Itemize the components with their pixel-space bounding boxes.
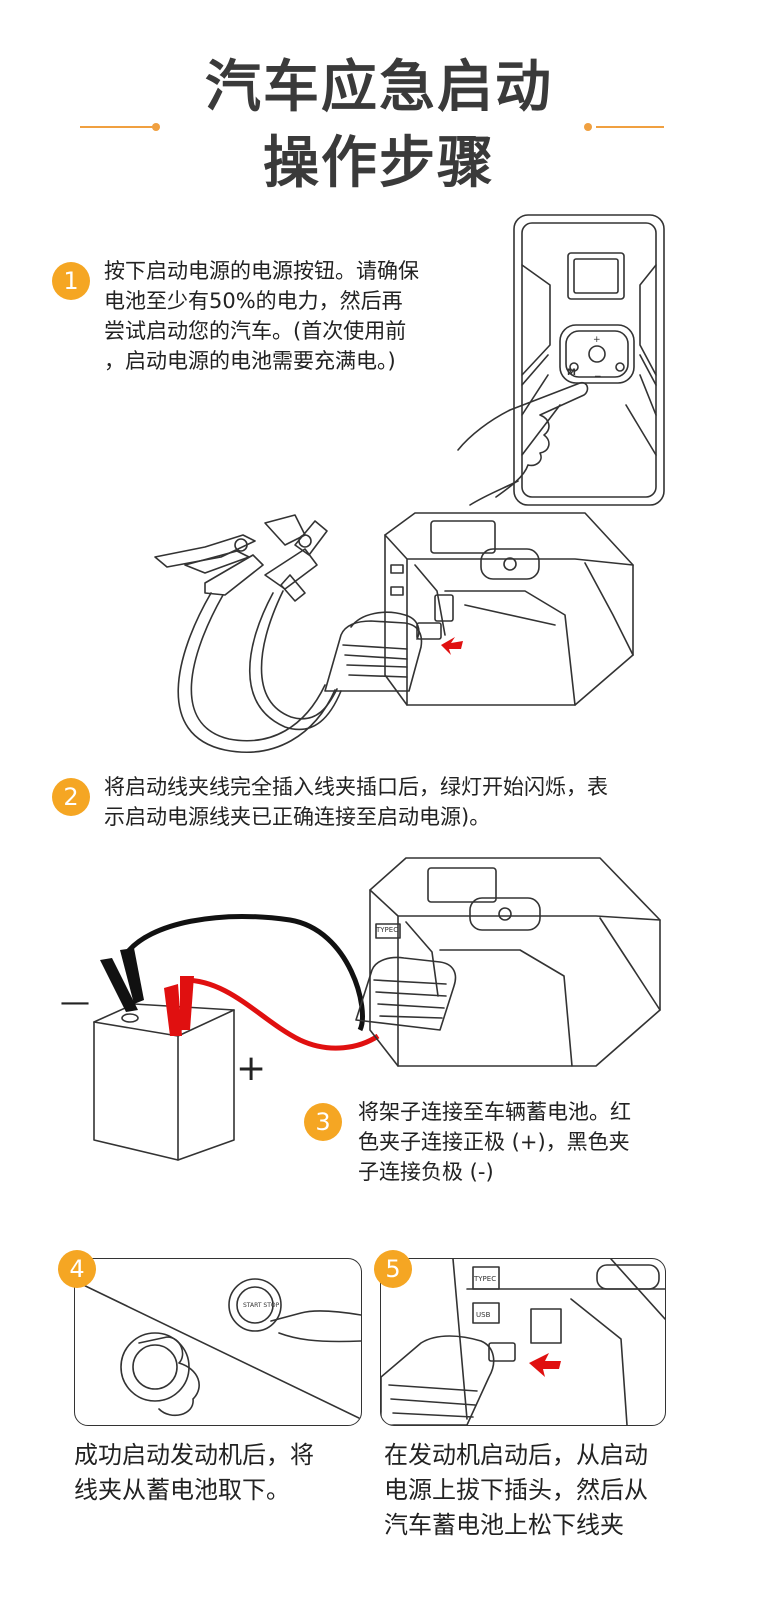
step-1-line-4: ，启动电源的电池需要充满电。) — [104, 349, 396, 373]
step-5-panel: TYPEC USB — [380, 1258, 666, 1426]
step-4-panel: START STOP — [74, 1258, 362, 1426]
start-stop-label: START STOP — [243, 1302, 280, 1309]
ignition-start-illustration: START STOP — [75, 1278, 361, 1420]
step-1-line-1: 按下启动电源的电源按钮。请确保 — [104, 259, 419, 283]
negative-sign: — — [60, 985, 90, 1020]
page-title-line1: 汽车应急启动 — [205, 55, 553, 120]
battery-connection-illustration: — + TYPEC — [60, 857, 661, 1161]
step-4-badge: 4 — [58, 1250, 96, 1288]
panel-usb-label: USB — [476, 1311, 491, 1319]
positive-sign: + — [236, 1048, 266, 1089]
step-2-line-2: 示启动电源线夹已正确连接至启动电源)。 — [104, 805, 491, 829]
step-5-line-2: 电源上拔下插头，然后从 — [384, 1476, 648, 1504]
device-typec-label: TYPEC — [375, 926, 398, 934]
step-2-badge: 2 — [52, 778, 90, 816]
device-m-label: M — [567, 368, 576, 378]
step-1-line-2: 电池至少有50%的电力，然后再 — [104, 289, 403, 313]
step-4-line-1: 成功启动发动机后，将 — [74, 1441, 314, 1469]
device-plus-label: + — [593, 335, 601, 345]
clamps-plugging-illustration — [154, 512, 634, 753]
page-title-line2: 操作步骤 — [263, 131, 495, 196]
jump-starter-front-illustration: M + − — [457, 214, 665, 506]
step-2-line-1: 将启动线夹线完全插入线夹插口后，绿灯开始闪烁，表 — [104, 775, 608, 799]
step-3-line-2: 色夹子连接正极 (+)，黑色夹 — [358, 1130, 630, 1154]
unplug-illustration: TYPEC USB — [381, 1259, 665, 1425]
title-decoration-left-dot — [152, 123, 160, 131]
step-5-badge: 5 — [374, 1250, 412, 1288]
device-minus-label: − — [594, 372, 602, 382]
panel-typec-label: TYPEC — [473, 1275, 496, 1283]
step-1-line-3: 尝试启动您的汽车。(首次使用前 — [104, 319, 407, 343]
step-3-line-3: 子连接负极 (-) — [358, 1160, 494, 1184]
step-2-text: 将启动线夹线完全插入线夹插口后，绿灯开始闪烁，表 示启动电源线夹已正确连接至启动… — [104, 772, 608, 832]
step-5-line-1: 在发动机启动后，从启动 — [384, 1441, 648, 1469]
step-3-line-1: 将架子连接至车辆蓄电池。红 — [358, 1100, 631, 1124]
step-5-line-3: 汽车蓄电池上松下线夹 — [384, 1511, 624, 1539]
step-3-badge: 3 — [304, 1103, 342, 1141]
title-decoration-right-line — [596, 126, 664, 128]
title-decoration-right-dot — [584, 123, 592, 131]
step-4-caption: 成功启动发动机后，将 线夹从蓄电池取下。 — [74, 1438, 314, 1508]
step-1-text: 按下启动电源的电源按钮。请确保 电池至少有50%的电力，然后再 尝试启动您的汽车… — [104, 256, 419, 376]
step-3-text: 将架子连接至车辆蓄电池。红 色夹子连接正极 (+)，黑色夹 子连接负极 (-) — [358, 1097, 631, 1187]
title-decoration-left-line — [80, 126, 156, 128]
step-5-caption: 在发动机启动后，从启动 电源上拔下插头，然后从 汽车蓄电池上松下线夹 — [384, 1438, 648, 1543]
step-4-line-2: 线夹从蓄电池取下。 — [74, 1476, 290, 1504]
step-1-badge: 1 — [52, 262, 90, 300]
